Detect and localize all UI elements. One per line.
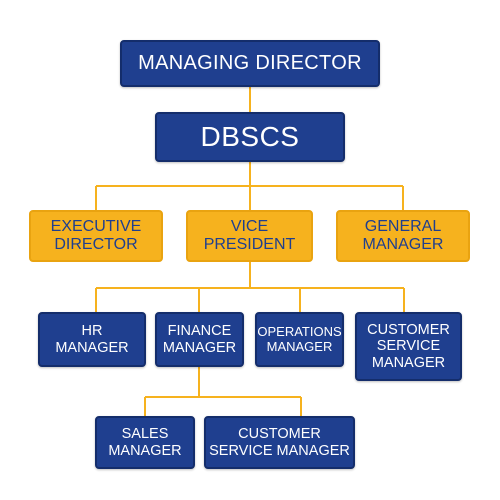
sales-manager-box: SALES MANAGER bbox=[95, 416, 195, 469]
vice-president-label: VICE PRESIDENT bbox=[203, 218, 296, 253]
finance-manager-label: FINANCE MANAGER bbox=[162, 323, 237, 356]
executive-director-label: EXECUTIVE DIRECTOR bbox=[50, 218, 142, 253]
vice-president-box: VICE PRESIDENT bbox=[186, 210, 313, 262]
managing-director-label: MANAGING DIRECTOR bbox=[138, 52, 362, 75]
managing-director-box: MANAGING DIRECTOR bbox=[120, 40, 380, 87]
customer-service-manager-2-label: CUSTOMER SERVICE MANAGER bbox=[209, 426, 350, 459]
hr-manager-label: HR MANAGER bbox=[55, 323, 129, 356]
general-manager-label: GENERAL MANAGER bbox=[362, 218, 444, 253]
customer-service-manager-box: CUSTOMER SERVICE MANAGER bbox=[355, 312, 462, 381]
customer-service-manager-label: CUSTOMER SERVICE MANAGER bbox=[367, 322, 450, 371]
operations-manager-label: OPERATIONS MANAGER bbox=[257, 323, 342, 354]
dbscs-box: DBSCS bbox=[155, 112, 345, 162]
dbscs-label: DBSCS bbox=[200, 121, 300, 153]
customer-service-manager-2-box: CUSTOMER SERVICE MANAGER bbox=[204, 416, 355, 469]
hr-manager-box: HR MANAGER bbox=[38, 312, 146, 367]
executive-director-box: EXECUTIVE DIRECTOR bbox=[29, 210, 163, 262]
finance-manager-box: FINANCE MANAGER bbox=[155, 312, 244, 367]
sales-manager-label: SALES MANAGER bbox=[108, 426, 182, 459]
general-manager-box: GENERAL MANAGER bbox=[336, 210, 470, 262]
operations-manager-box: OPERATIONS MANAGER bbox=[255, 312, 344, 367]
